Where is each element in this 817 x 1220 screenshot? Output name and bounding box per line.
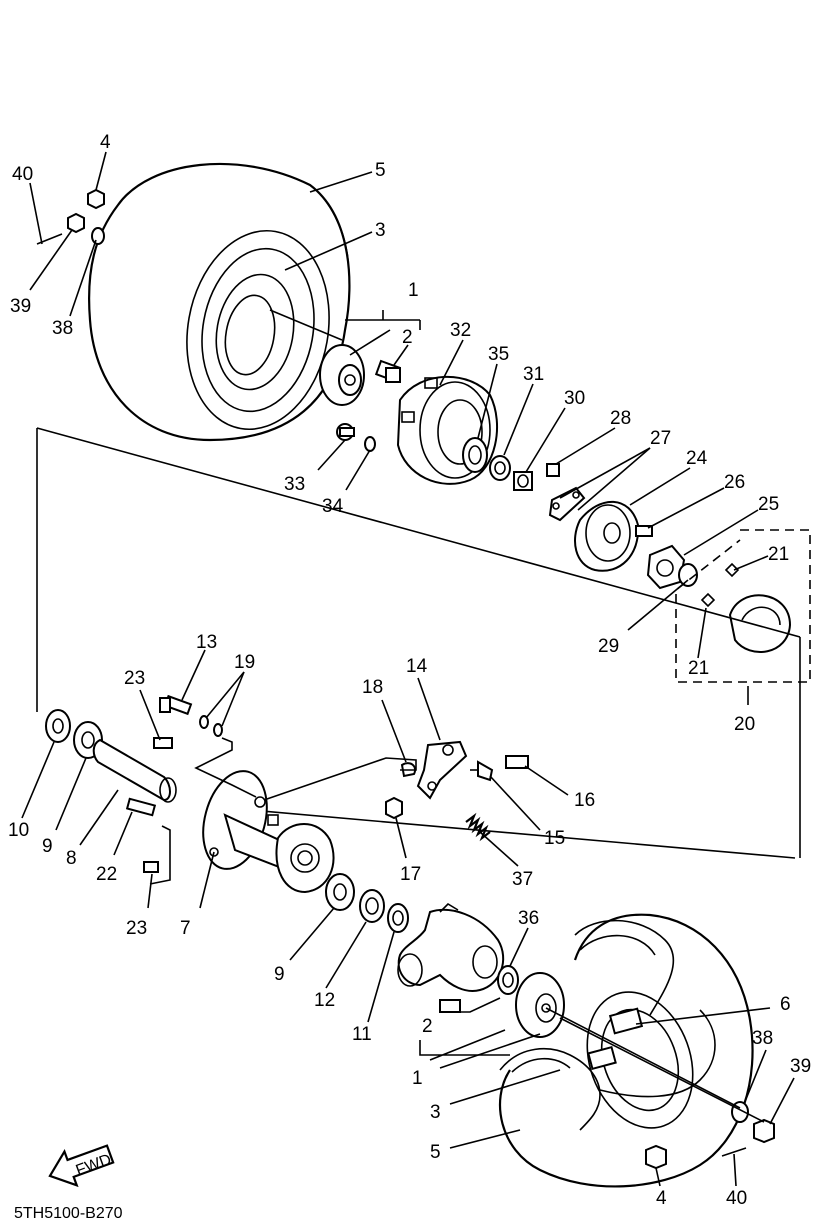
nut-lower-4 (645, 1144, 667, 1170)
label-34: 34 (322, 496, 344, 517)
label-4-bottom: 4 (656, 1188, 667, 1209)
label-30: 30 (564, 388, 585, 409)
label-6: 6 (780, 994, 791, 1015)
label-19: 19 (234, 652, 255, 673)
label-33: 33 (284, 474, 305, 495)
lower-wheel (498, 913, 754, 1188)
cotter-pin-40 (721, 1147, 747, 1157)
seal-36 (497, 965, 519, 995)
label-17: 17 (400, 864, 421, 885)
label-25: 25 (758, 494, 779, 515)
label-38: 38 (52, 318, 73, 339)
label-12: 12 (314, 990, 335, 1011)
label-4: 4 (100, 132, 111, 153)
label-22: 22 (96, 864, 117, 885)
washer-19b (213, 723, 223, 737)
washer-34 (364, 436, 376, 452)
label-21-bottom: 21 (688, 658, 709, 679)
lock-plate-27 (548, 486, 586, 522)
label-2-bottom: 2 (422, 1016, 433, 1037)
bolt-23a (153, 737, 173, 749)
label-14: 14 (406, 656, 428, 677)
nut-17 (385, 796, 403, 820)
bolt-26 (635, 525, 653, 537)
label-39-bottom: 39 (790, 1056, 811, 1077)
label-16: 16 (574, 790, 595, 811)
label-8: 8 (66, 848, 77, 869)
label-3: 3 (375, 220, 386, 241)
label-20: 20 (734, 714, 755, 735)
bolt-upper (374, 359, 402, 383)
brake-panel-24 (574, 500, 640, 572)
seal-35 (462, 437, 488, 473)
label-15: 15 (544, 828, 565, 849)
brake-shoe-set-20 (675, 529, 811, 683)
label-1: 1 (408, 280, 419, 301)
label-38-bottom: 38 (752, 1028, 773, 1049)
label-11: 11 (352, 1024, 372, 1045)
upper-leaders (29, 151, 769, 705)
label-24: 24 (686, 448, 708, 469)
bolt-16 (505, 755, 529, 769)
bolt-23b (143, 861, 159, 873)
nut-lower-39 (753, 1118, 775, 1144)
label-40: 40 (12, 164, 33, 185)
upper-hub (319, 344, 365, 406)
label-28: 28 (610, 408, 631, 429)
label-5: 5 (375, 160, 386, 181)
nut-30 (513, 471, 533, 491)
fwd-arrow-icon (48, 1144, 115, 1188)
middle-leaders (21, 649, 569, 909)
label-27: 27 (650, 428, 671, 449)
bolt-lower-2 (439, 999, 461, 1013)
upper-wheel (87, 162, 351, 442)
label-5-bottom: 5 (430, 1142, 441, 1163)
cam-25 (646, 544, 686, 590)
label-9-top: 9 (42, 836, 53, 857)
brake-lever-14 (416, 740, 468, 800)
spring-37 (465, 812, 491, 842)
label-31: 31 (523, 364, 544, 385)
label-26: 26 (724, 472, 745, 493)
label-23-bottom: 23 (126, 918, 147, 939)
label-36: 36 (518, 908, 539, 929)
label-9-bottom: 9 (274, 964, 285, 985)
bolt-13 (159, 694, 193, 716)
part-labels: 40 4 5 3 1 2 32 35 31 30 28 27 24 26 25 … (8, 132, 811, 1209)
label-3-bottom: 3 (430, 1102, 441, 1123)
label-18: 18 (362, 677, 383, 698)
label-29: 29 (598, 636, 619, 657)
label-23-top: 23 (124, 668, 145, 689)
label-1-bottom: 1 (412, 1068, 423, 1089)
bolt-22 (125, 797, 157, 817)
lower-leaders (289, 907, 795, 1187)
label-39: 39 (10, 296, 31, 317)
lower-bearings (325, 873, 409, 933)
upper-nut-group (36, 188, 105, 245)
nut-28 (546, 463, 560, 477)
label-13: 13 (196, 632, 217, 653)
label-35: 35 (488, 344, 509, 365)
lower-hub (515, 972, 565, 1038)
washer-29 (678, 563, 698, 587)
label-37: 37 (512, 869, 533, 890)
axle-assembly (45, 709, 335, 894)
bracket-15 (477, 760, 494, 782)
label-32: 32 (450, 320, 471, 341)
label-2: 2 (402, 327, 413, 348)
washer-31 (489, 455, 511, 481)
label-21-top: 21 (768, 544, 789, 565)
label-7: 7 (180, 918, 191, 939)
label-10: 10 (8, 820, 29, 841)
label-40-bottom: 40 (726, 1188, 747, 1209)
final-gear-case (397, 902, 505, 992)
washer-19a (199, 715, 209, 729)
drawing-code: 5TH5100-B270 (14, 1205, 123, 1220)
bolt-33 (336, 423, 355, 441)
frame-lines (36, 427, 801, 859)
